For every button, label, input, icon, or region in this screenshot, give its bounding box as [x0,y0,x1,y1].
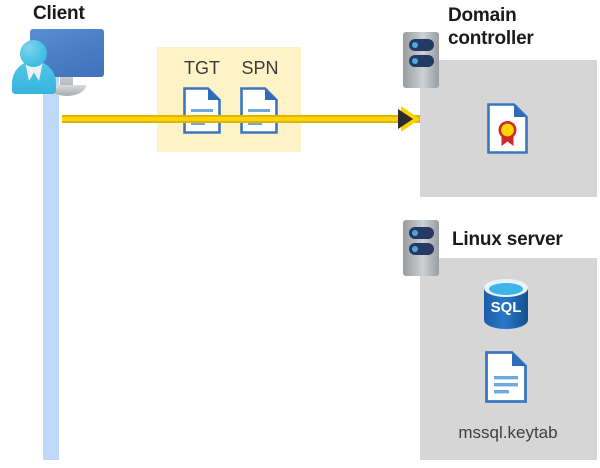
arrow-shaft-highlight [62,117,417,121]
client-lifeline [43,62,59,460]
server-led-dot [412,246,418,252]
certificate-document-icon [487,103,528,154]
domain-controller-label: Domain controller [448,4,598,50]
client-to-domain-controller-arrow [62,106,420,132]
arrow-head-icon [398,109,413,129]
client-label: Client [33,3,85,24]
person-head-icon [20,40,47,67]
monitor-neck-icon [60,77,73,87]
server-led-dot [412,230,418,236]
server-led-top [409,39,434,51]
server-led-top [409,227,434,239]
document-icon [485,351,527,403]
token-label-tgt: TGT [184,58,220,78]
monitor-base-icon [48,85,86,96]
user-workstation-icon [8,28,108,96]
domain-controller-label-line2: controller [448,28,534,49]
server-led-bottom [409,243,434,255]
server-rack-icon [403,32,439,88]
server-led-dot [412,42,418,48]
domain-controller-label-line1: Domain [448,5,517,26]
svg-text:SQL: SQL [491,299,522,316]
keytab-filename-label: mssql.keytab [458,423,558,442]
token-label-spn: SPN [241,58,279,78]
server-led-bottom [409,55,434,67]
linux-server-label: Linux server [452,229,563,250]
server-led-dot [412,58,418,64]
sql-database-icon: SQL [482,278,530,330]
server-rack-icon [403,220,439,276]
